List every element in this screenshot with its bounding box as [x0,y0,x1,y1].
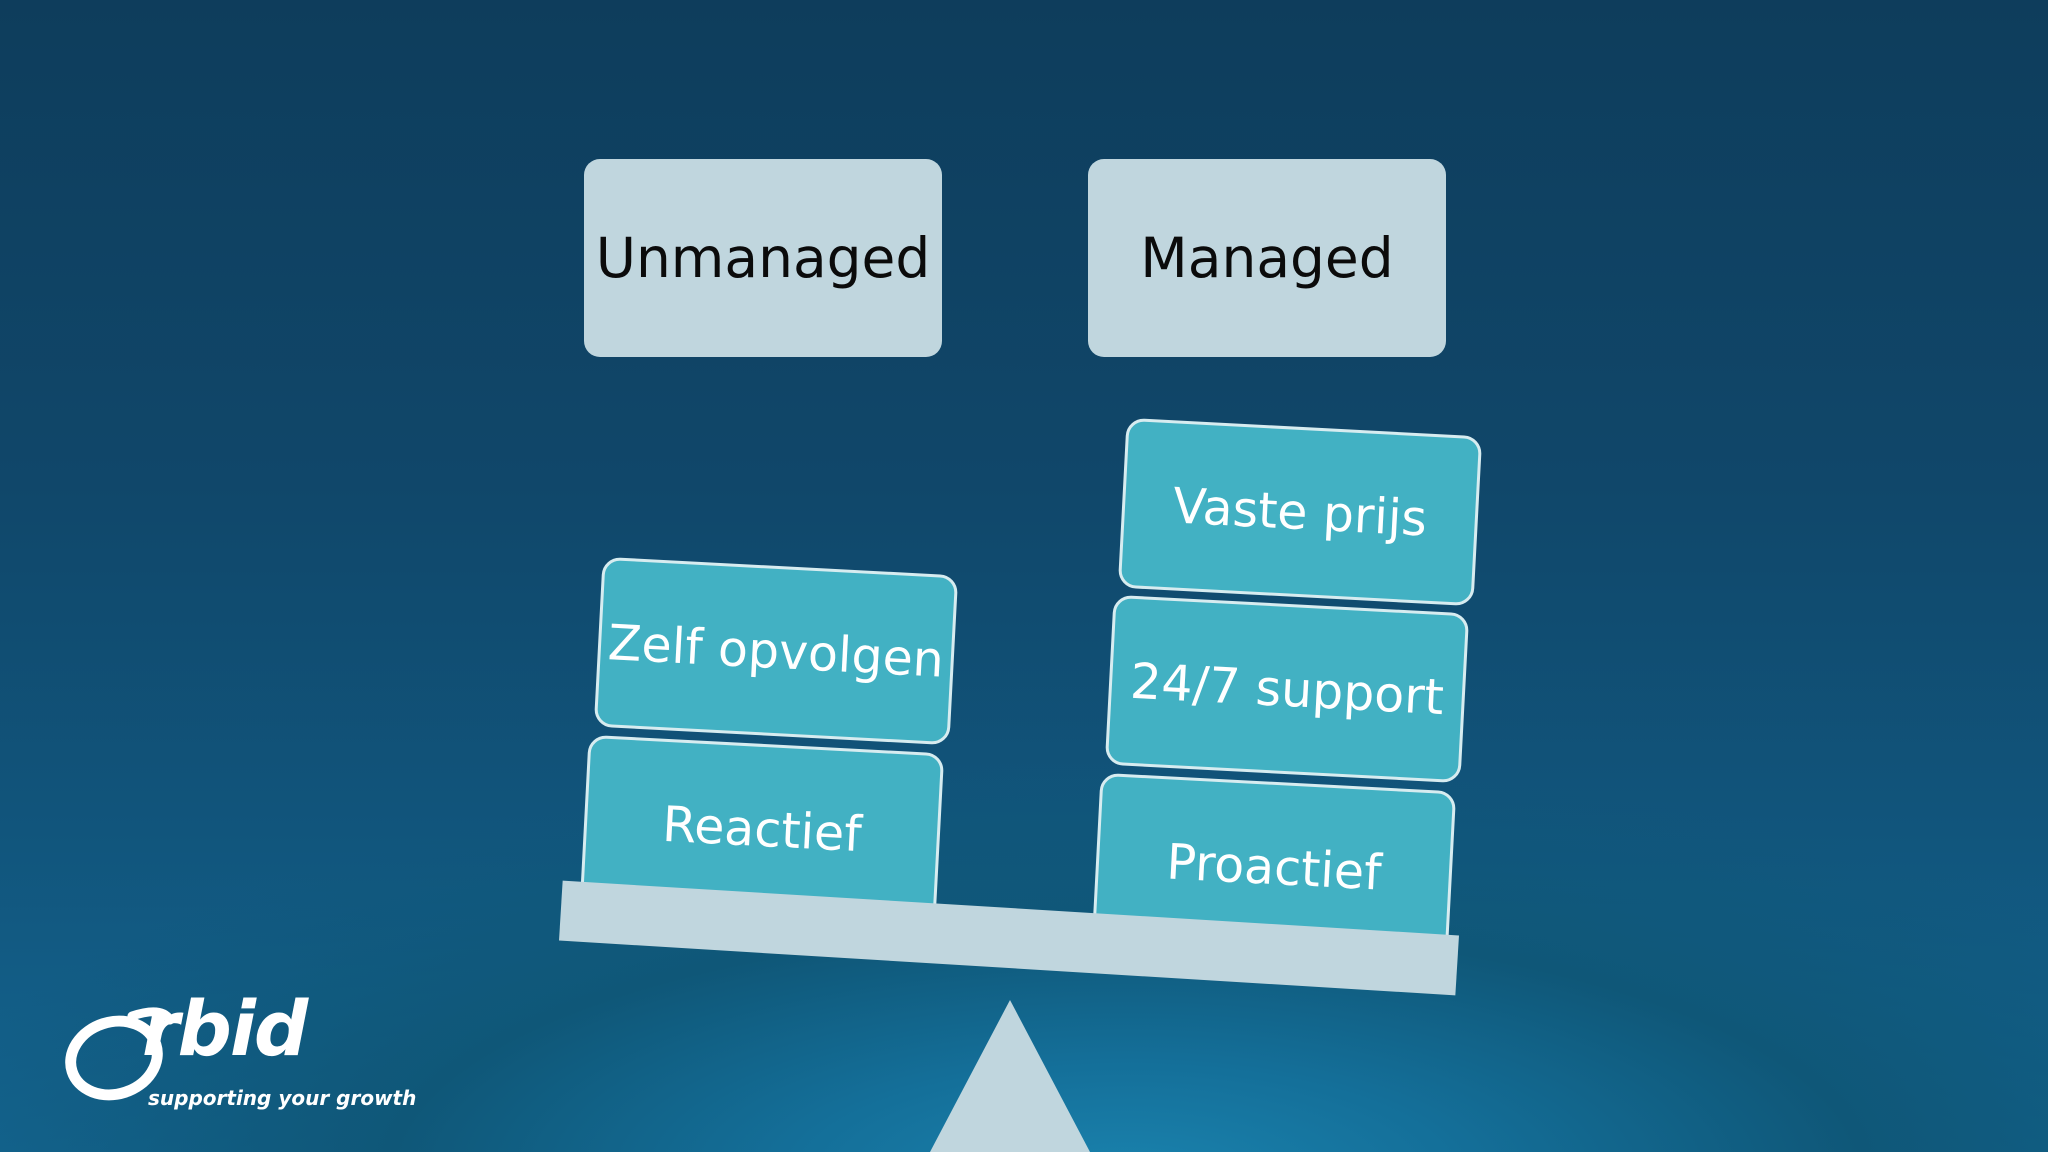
logo-ring-icon [65,1007,174,1101]
block-zelf-opvolgen: Zelf opvolgen [593,556,959,746]
logo-tagline: supporting your growth [148,1086,417,1110]
logo-wordmark: rbid [142,984,308,1073]
header-managed: Managed [1088,159,1446,357]
block-label: Zelf opvolgen [606,613,946,689]
header-unmanaged: Unmanaged [584,159,942,357]
scale-fulcrum [930,1000,1090,1152]
block-24-7-support: 24/7 support [1104,594,1470,784]
block-vaste-prijs: Vaste prijs [1117,417,1483,607]
block-label: Proactief [1165,832,1383,902]
header-managed-label: Managed [1140,226,1394,290]
block-label: Vaste prijs [1171,476,1429,548]
block-label: 24/7 support [1128,652,1446,726]
orbid-logo: rbid supporting your growth [62,984,416,1118]
header-unmanaged-label: Unmanaged [595,226,931,290]
block-label: Reactief [661,795,863,863]
